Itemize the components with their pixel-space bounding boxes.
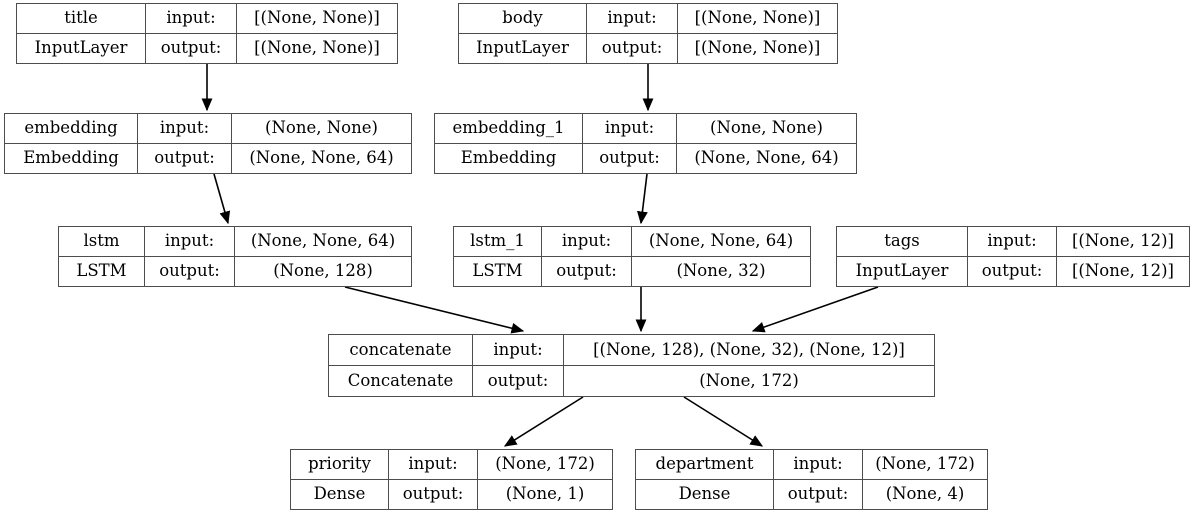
- layer-class-label: InputLayer: [459, 34, 587, 63]
- edge-embedding_1-to-lstm_1: [637, 173, 648, 225]
- output-io-label: output:: [138, 144, 232, 173]
- output-shape-value: (None, 1): [505, 484, 585, 504]
- output-shape-value: [(None, 12)]: [1072, 261, 1174, 281]
- input-io-label: input:: [542, 227, 632, 256]
- output-io-label: output:: [145, 257, 235, 286]
- input-shape-value: [(None, 12)]: [1072, 231, 1174, 251]
- layer-name-label: concatenate: [329, 335, 473, 365]
- output-shape-value: (None, 172): [699, 370, 799, 390]
- input-shape-value: [(None, 128), (None, 32), (None, 12)]: [593, 339, 905, 359]
- input-shape-value: [(None, None)]: [694, 8, 821, 28]
- layer-name-label: priority: [291, 450, 389, 479]
- layer-class-label: Dense: [636, 480, 774, 509]
- layer-name-label: department: [636, 450, 774, 479]
- layer-name-label: lstm_1: [454, 227, 542, 256]
- input-shape-value: (None, None): [710, 118, 823, 138]
- edge-concatenate-to-department: [683, 396, 764, 447]
- input-shape-value: (None, None, 64): [250, 231, 396, 251]
- input-io-label: input:: [968, 227, 1057, 256]
- layer-name-label: embedding_1: [435, 114, 583, 143]
- layer-class-label: Concatenate: [329, 366, 473, 396]
- layer-class-label: InputLayer: [837, 257, 968, 286]
- output-io-label: output:: [146, 34, 237, 63]
- input-io-label: input:: [587, 4, 678, 33]
- layer-class-label: LSTM: [59, 257, 145, 286]
- output-io-label: output:: [587, 34, 678, 63]
- layer-class-label: InputLayer: [17, 34, 146, 63]
- output-io-label: output:: [774, 480, 863, 509]
- layer-class-label: Dense: [291, 480, 389, 509]
- output-shape-value: (None, 32): [676, 261, 766, 281]
- output-io-label: output:: [389, 480, 478, 509]
- input-io-label: input:: [145, 227, 235, 256]
- edge-tags-to-concatenate: [751, 286, 879, 333]
- layer-class-label: Embedding: [5, 144, 138, 173]
- output-io-label: output:: [968, 257, 1057, 286]
- edge-concatenate-to-priority: [503, 396, 584, 447]
- edge-lstm-to-concatenate: [344, 286, 525, 334]
- layer-name-label: lstm: [59, 227, 145, 256]
- output-io-label: output:: [473, 366, 564, 396]
- input-io-label: input:: [583, 114, 677, 143]
- output-shape-value: (None, 128): [273, 261, 373, 281]
- output-shape-value: (None, 4): [885, 484, 965, 504]
- input-io-label: input:: [138, 114, 232, 143]
- output-shape-value: (None, None, 64): [249, 148, 394, 168]
- layer-name-label: tags: [837, 227, 968, 256]
- layer-name-label: embedding: [5, 114, 138, 143]
- output-io-label: output:: [542, 257, 632, 286]
- output-io-label: output:: [583, 144, 677, 173]
- input-io-label: input:: [473, 335, 564, 365]
- input-shape-value: (None, 172): [495, 454, 595, 474]
- input-shape-value: (None, None, 64): [648, 231, 794, 251]
- input-shape-value: (None, 172): [875, 454, 975, 474]
- input-io-label: input:: [774, 450, 863, 479]
- layer-name-label: title: [17, 4, 146, 33]
- input-io-label: input:: [389, 450, 478, 479]
- input-shape-value: (None, None): [265, 118, 378, 138]
- edge-embedding-to-lstm: [213, 173, 231, 225]
- output-shape-value: (None, None, 64): [694, 148, 839, 168]
- output-shape-value: [(None, None)]: [254, 38, 380, 58]
- layer-name-label: body: [459, 4, 587, 33]
- layer-class-label: Embedding: [435, 144, 583, 173]
- layer-class-label: LSTM: [454, 257, 542, 286]
- input-shape-value: [(None, None)]: [254, 8, 380, 28]
- output-shape-value: [(None, None)]: [694, 38, 821, 58]
- input-io-label: input:: [146, 4, 237, 33]
